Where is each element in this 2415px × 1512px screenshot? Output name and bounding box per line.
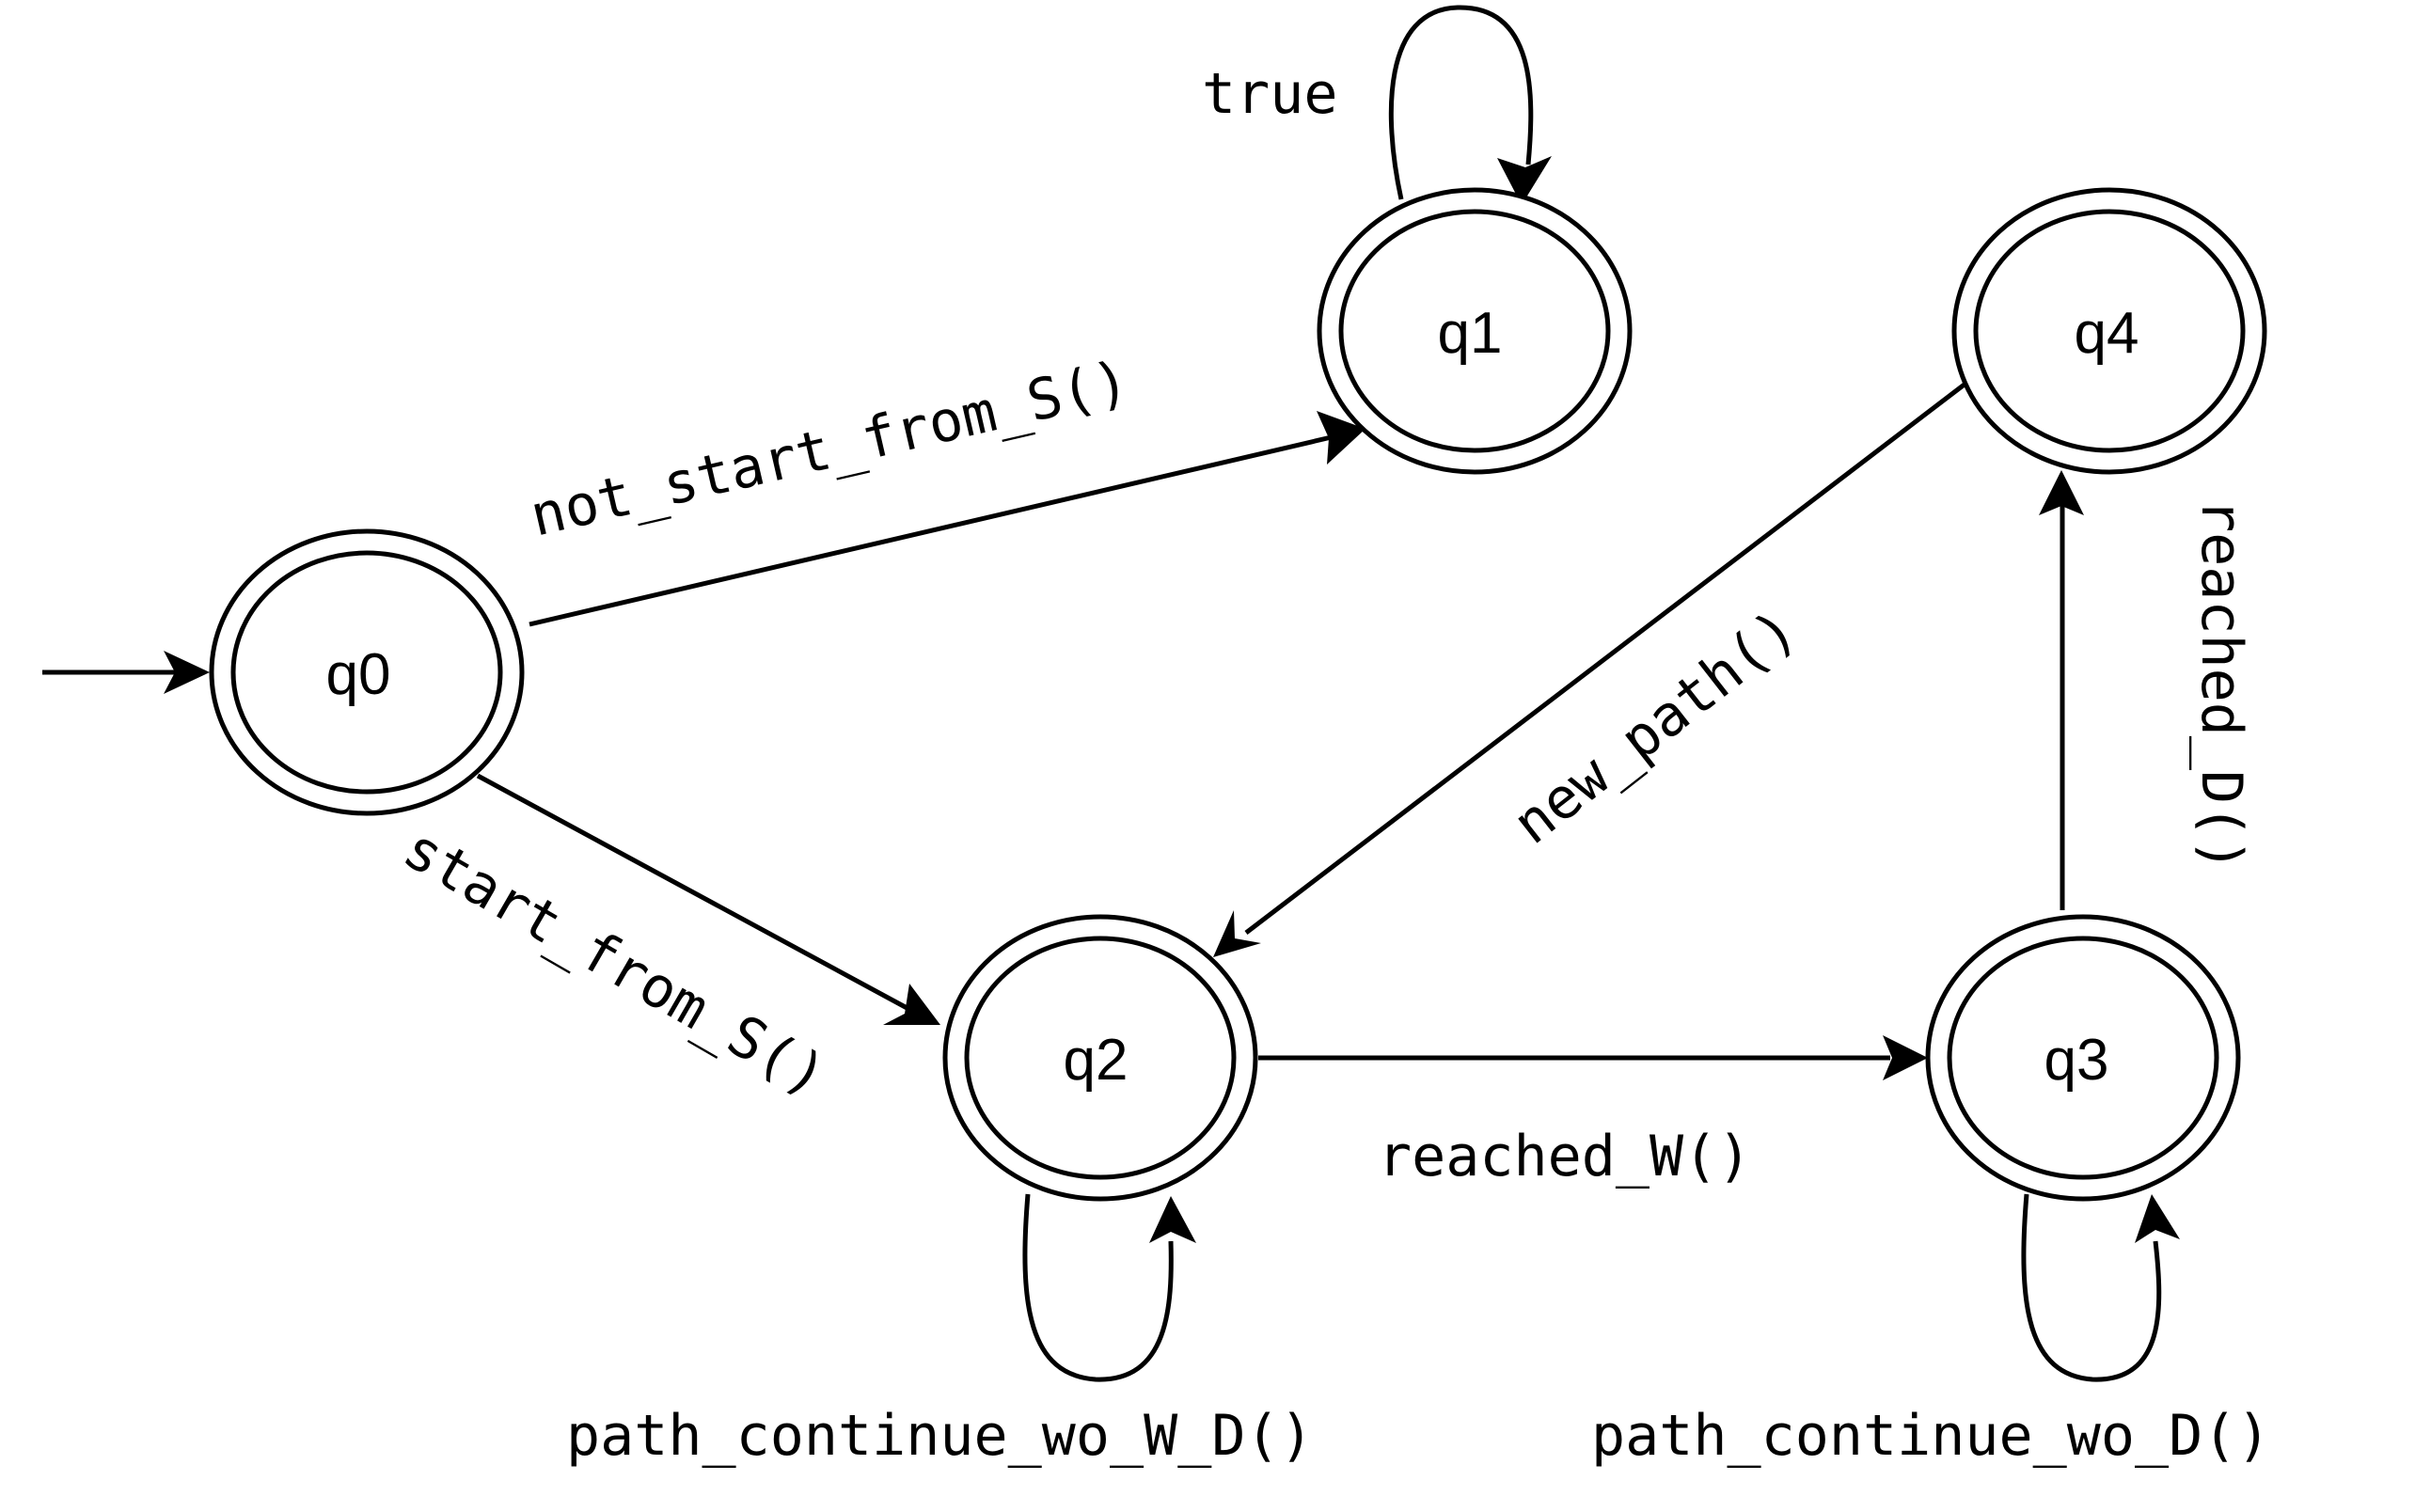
edge-q2-q3-arrowhead: [1883, 1035, 1928, 1080]
edge-q3-q3-arrowhead: [2135, 1194, 2180, 1243]
label-path-continue-wo-d: path_continue_wo_D(): [1591, 1403, 2270, 1469]
edge-q2-q2-arrowhead: [1149, 1196, 1196, 1243]
edge-q4-q2: [1244, 382, 1967, 935]
edge-q0-q1: [529, 433, 1336, 627]
state-q4-label: q4: [2075, 301, 2139, 366]
state-q4: q4: [1951, 187, 2267, 475]
initial-arrowhead: [164, 651, 210, 694]
state-q1: q1: [1317, 187, 1633, 475]
edges: [42, 5, 2180, 1382]
state-q2: q2: [942, 914, 1258, 1202]
edge-q0-q2: [476, 773, 914, 1014]
state-q2-label: q2: [1064, 1028, 1129, 1093]
label-start-from-s: start_from_S(): [393, 815, 838, 1110]
edge-q0-q2-arrowhead: [883, 984, 940, 1025]
edge-q2-q2: [1022, 1193, 1174, 1382]
label-true: true: [1202, 61, 1338, 127]
label-reached-w: reached_W(): [1378, 1124, 1751, 1189]
edge-q0-q1-arrowhead: [1317, 411, 1365, 465]
label-reached-d: reached_D(): [2188, 498, 2254, 872]
edge-q3-q4-arrowhead: [2039, 470, 2084, 515]
edge-q4-q2-arrowhead: [1213, 910, 1261, 957]
state-q0: q0: [209, 528, 525, 816]
edge-q1-q1-arrowhead: [1497, 156, 1552, 205]
state-q3-label: q3: [2044, 1028, 2109, 1093]
state-q1-label: q1: [1438, 301, 1503, 366]
label-not-start-from-s: not_start_from_S(): [525, 348, 1135, 549]
edge-q1-q1: [1388, 5, 1534, 200]
edge-q3-q4: [2059, 474, 2065, 910]
edge-q3-q3: [2021, 1193, 2162, 1382]
label-new-path: new_path(): [1501, 596, 1809, 858]
state-q0-label: q0: [326, 642, 391, 707]
state-q3: q3: [1925, 914, 2241, 1202]
label-path-continue-wo-w-d: path_continue_wo_W_D(): [566, 1403, 1314, 1469]
